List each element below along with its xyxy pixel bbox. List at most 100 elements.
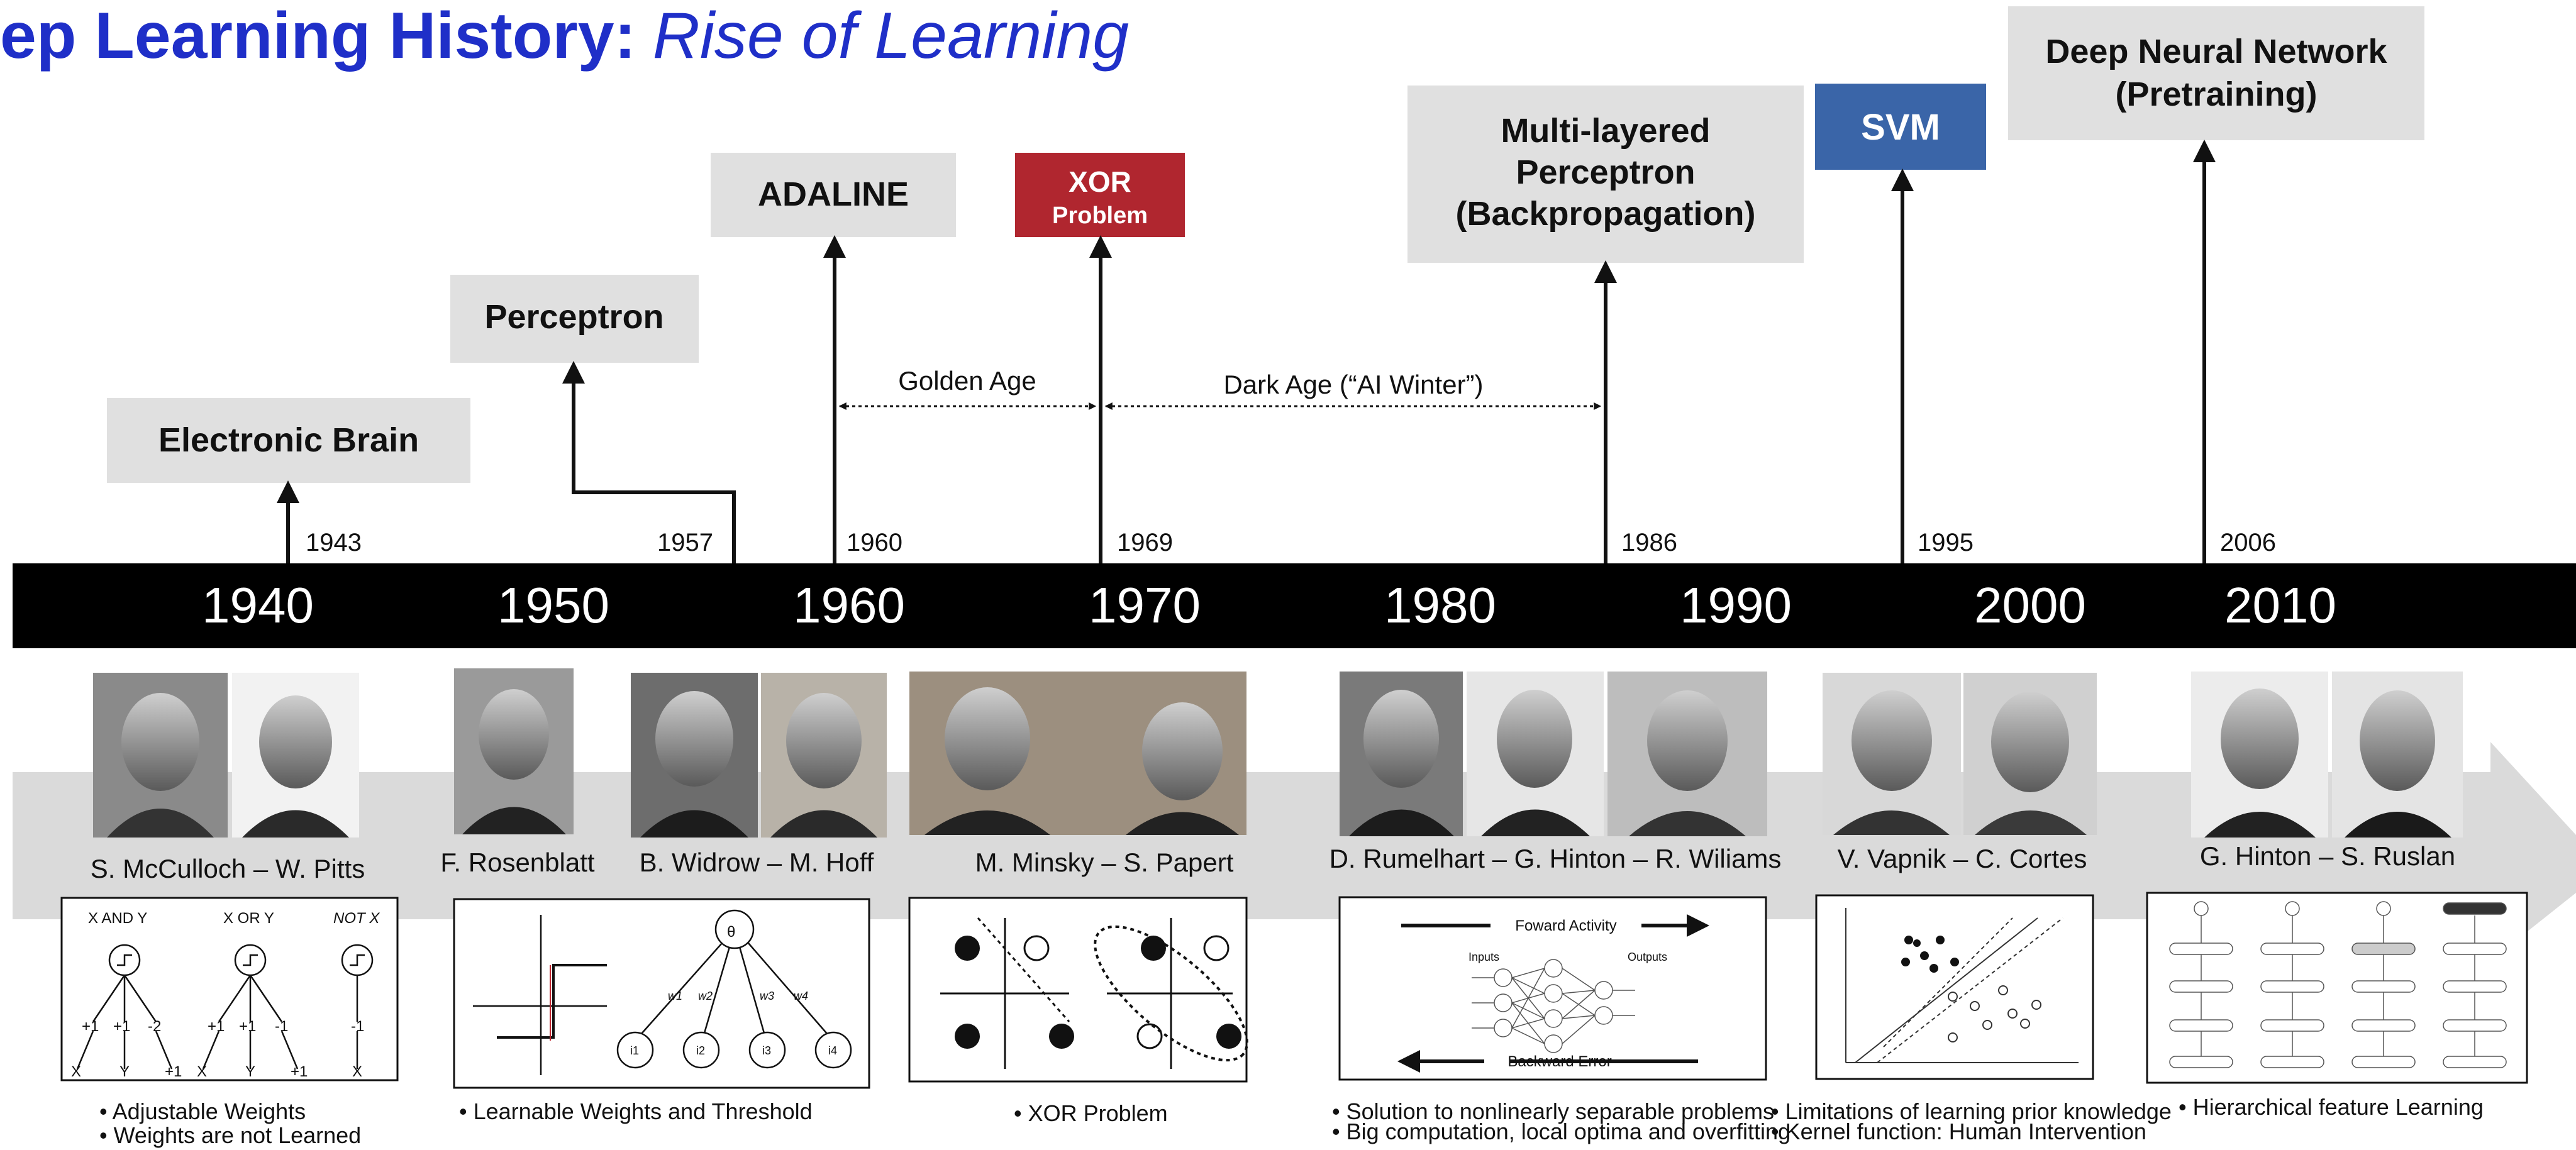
photo-cortes [1963,673,2097,835]
panel-xor [908,897,1248,1083]
decade-1990: 1990 [1680,577,1792,633]
panel-perceptron: θ w1 w2 w3 w4 i1 i2 i3 i4 [453,898,870,1089]
caption-nonlinear-solution: • Solution to nonlinearly separable prob… [1332,1098,1774,1124]
caption-big-computation: • Big computation, local optima and over… [1332,1119,1790,1144]
year-1943: 1943 [306,529,362,556]
adaline-label: ADALINE [758,175,909,213]
dbn-col-4 [2443,902,2507,1068]
captions: • Adjustable Weights • Weights are not L… [99,1094,2484,1148]
and-weight-1: +1 [82,1018,99,1035]
photo-hinton-2 [2191,672,2328,838]
dark-age: Dark Age (“AI Winter”) [1104,370,1602,410]
backward-error-label: Backward Error [1507,1053,1611,1070]
decade-labels: 1940 1950 1960 1970 1980 1990 2000 2010 [202,577,2336,633]
not-input-x: X [352,1063,362,1080]
milestone-dnn: Deep Neural Network (Pretraining) [2008,6,2424,140]
or-weight-2: +1 [239,1018,256,1035]
decade-2000: 2000 [1974,577,2086,633]
input-i4: i4 [828,1044,837,1057]
photos [93,668,2463,838]
input-i1: i1 [630,1044,639,1057]
xor-label-2: Problem [1052,202,1148,229]
milestone-perceptron: Perceptron [450,275,699,363]
or-weight-1: +1 [208,1018,225,1035]
name-rumelhart-hinton-williams: D. Rumelhart – G. Hinton – R. Wiliams [1330,844,1782,873]
caption-kernel-function: • Kernel function: Human Intervention [1771,1119,2146,1144]
weight-w1: w1 [668,990,682,1002]
milestone-svm: SVM [1815,84,1986,170]
photo-hinton-1 [1467,672,1604,836]
year-1957: 1957 [657,529,713,556]
perceptron-label: Perceptron [484,298,663,336]
dbn-col-2 [2260,901,2324,1068]
mlp-label-1: Multi-layered [1501,112,1710,150]
and-input-x: X [71,1063,81,1080]
golden-age: Golden Age [838,366,1097,410]
dbn-col-3 [2351,901,2416,1068]
logic-not-label: NOT X [333,910,380,927]
mlp-label-2: Perceptron [1516,153,1695,191]
photo-rumelhart [1340,672,1463,836]
panel-svm [1815,894,2094,1080]
theta-label: θ [727,924,735,941]
photo-williams [1607,672,1767,836]
name-rosenblatt: F. Rosenblatt [440,848,594,877]
photo-hoff [761,673,887,838]
page-title: ep Learning History: Rise of Learning [0,0,1129,72]
and-weight-3: -2 [148,1018,161,1035]
caption-limitations: • Limitations of learning prior knowledg… [1771,1098,2172,1124]
decade-1960: 1960 [793,577,905,633]
name-mcculloch-pitts: S. McCulloch – W. Pitts [91,854,365,883]
or-input-x: X [197,1063,207,1080]
photo-mcculloch [93,673,228,838]
panel-backprop: Foward Activity Backward Error Inputs Ou… [1338,896,1767,1081]
photo-pitts [232,673,359,838]
milestone-xor: XOR Problem [1015,153,1185,237]
and-weight-2: +1 [113,1018,130,1035]
logic-and-label: X AND Y [88,910,147,927]
year-1995: 1995 [1918,529,1974,556]
dark-age-label: Dark Age (“AI Winter”) [1223,370,1483,399]
milestone-adaline: ADALINE [711,153,956,237]
panel-logic-units: X AND Y X OR Y NOT X +1 +1 -2 +1 +1 -1 -… [60,897,399,1081]
caption-weights-not-learned: • Weights are not Learned [99,1122,361,1148]
not-weight: -1 [351,1018,364,1035]
decade-1950: 1950 [497,577,609,633]
photo-vapnik [1823,673,1961,835]
person-names: S. McCulloch – W. Pitts F. Rosenblatt B.… [91,841,2455,883]
title-sub: Rise of Learning [653,0,1129,72]
input-i3: i3 [762,1044,771,1057]
electronic-brain-label: Electronic Brain [158,421,419,459]
name-widrow-hoff: B. Widrow – M. Hoff [640,848,874,877]
decade-1940: 1940 [202,577,314,633]
weight-w2: w2 [698,990,713,1002]
golden-age-label: Golden Age [898,366,1036,395]
year-2006: 2006 [2220,529,2276,556]
weight-w4: w4 [794,990,808,1002]
dnn-label-1: Deep Neural Network [2045,33,2387,70]
weight-w3: w3 [760,990,774,1002]
dbn-col-1 [2169,901,2233,1068]
year-1986: 1986 [1621,529,1677,556]
or-bias: +1 [291,1063,308,1080]
inputs-label: Inputs [1468,951,1499,963]
year-1960: 1960 [847,529,902,556]
name-minsky-papert: M. Minsky – S. Papert [975,848,1234,877]
arrow-1957 [562,361,736,563]
outputs-label: Outputs [1628,951,1667,963]
caption-learnable-weights: • Learnable Weights and Threshold [459,1098,813,1124]
caption-hierarchical-learning: • Hierarchical feature Learning [2179,1094,2484,1120]
decade-1980: 1980 [1384,577,1496,633]
name-hinton-ruslan: G. Hinton – S. Ruslan [2200,841,2455,871]
or-weight-3: -1 [275,1018,288,1035]
timeline-band [13,563,2576,648]
year-1969: 1969 [1117,529,1173,556]
title-main: ep Learning History: [0,0,636,72]
photo-widrow [631,673,758,838]
input-i2: i2 [696,1044,705,1057]
milestone-arrows [277,140,2216,563]
photo-minsky-papert [909,672,1246,835]
decade-1970: 1970 [1089,577,1201,633]
panel-dbn [2146,892,2528,1084]
